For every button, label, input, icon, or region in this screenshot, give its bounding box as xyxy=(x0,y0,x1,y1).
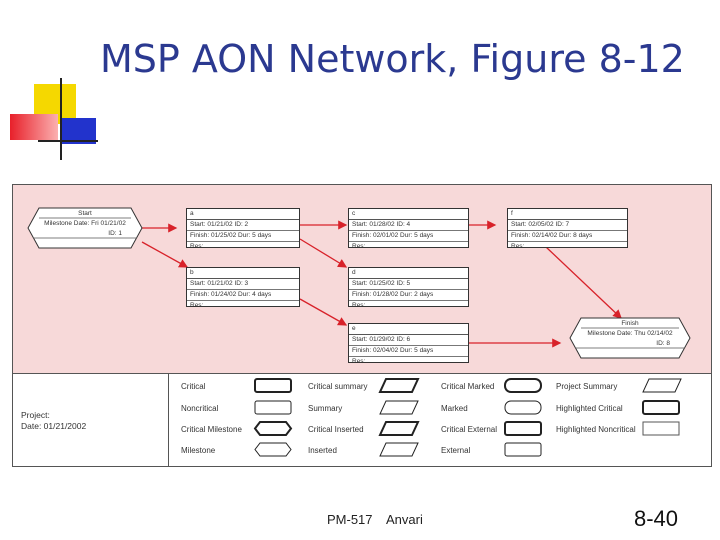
page-number: 8-40 xyxy=(634,506,679,531)
legend: Project: Date: 01/21/2002 Critical Noncr… xyxy=(13,374,711,466)
task-finish: Finish: 01/25/02 Dur: 5 days xyxy=(187,231,299,242)
task-name: f xyxy=(508,209,627,220)
task-res: Res: xyxy=(352,358,366,365)
legend-date: Date: 01/21/2002 xyxy=(21,421,87,431)
task-finish: Finish: 01/24/02 Dur: 4 days xyxy=(187,290,299,301)
legend-col2-symbols xyxy=(378,378,420,457)
legend-critical-marked: Critical Marked xyxy=(441,382,495,391)
task-finish: Finish: 02/14/02 Dur: 8 days xyxy=(508,231,627,242)
legend-critical-milestone: Critical Milestone xyxy=(181,425,242,434)
legend-project-label: Project: xyxy=(21,410,50,420)
start-name: Start xyxy=(78,210,92,217)
arrow-start-b xyxy=(141,241,189,268)
start-line1: Milestone Date: Fri 01/21/02 xyxy=(44,220,126,227)
task-node-b: b Start: 01/21/02 ID: 3 Finish: 01/24/02… xyxy=(186,267,300,309)
slide-title: MSP AON Network, Figure 8-12 xyxy=(100,37,685,81)
task-node-e: e Start: 01/29/02 ID: 6 Finish: 02/04/02… xyxy=(348,323,469,365)
task-start: Start: 01/25/02 ID: 5 xyxy=(349,279,468,290)
task-start: Start: 01/21/02 ID: 2 xyxy=(187,220,299,231)
task-name: d xyxy=(349,268,468,279)
legend-inserted: Inserted xyxy=(308,446,337,455)
legend-col3-symbols xyxy=(504,378,542,457)
legend-critical: Critical xyxy=(181,382,206,391)
start-line2: ID: 1 xyxy=(108,230,122,237)
footer-author: Anvari xyxy=(386,512,423,527)
arrow-f-finish xyxy=(545,246,622,319)
task-name: c xyxy=(349,209,468,220)
legend-divider xyxy=(168,374,169,466)
task-finish: Finish: 02/01/02 Dur: 5 days xyxy=(349,231,468,242)
finish-milestone: Finish Milestone Date: Thu 02/14/02 ID: … xyxy=(570,318,690,358)
task-res: Res: xyxy=(352,302,366,309)
legend-col4-symbols xyxy=(642,378,682,436)
decor-red-square xyxy=(10,114,58,140)
footer-course: PM-517 xyxy=(327,512,373,527)
decor-horizontal-line xyxy=(38,140,98,142)
arrow-b-e xyxy=(299,298,348,326)
finish-line1: Milestone Date: Thu 02/14/02 xyxy=(587,330,673,337)
task-finish: Finish: 02/04/02 Dur: 5 days xyxy=(349,346,468,357)
legend-project-summary: Project Summary xyxy=(556,382,618,391)
task-start: Start: 01/21/02 ID: 3 xyxy=(187,279,299,290)
legend-critical-external: Critical External xyxy=(441,425,498,434)
legend-critical-summary: Critical summary xyxy=(308,382,368,391)
legend-marked: Marked xyxy=(441,404,468,413)
task-res: Res: xyxy=(352,243,366,250)
task-node-f: f Start: 02/05/02 ID: 7 Finish: 02/14/02… xyxy=(507,208,628,250)
task-node-a: a Start: 01/21/02 ID: 2 Finish: 01/25/02… xyxy=(186,208,300,250)
legend-col1-symbols xyxy=(253,378,293,457)
legend-noncritical: Noncritical xyxy=(181,404,219,413)
arrow-a-d xyxy=(299,238,348,268)
task-start: Start: 02/05/02 ID: 7 xyxy=(508,220,627,231)
start-milestone: Start Milestone Date: Fri 01/21/02 ID: 1 xyxy=(28,208,142,248)
task-res: Res: xyxy=(190,243,204,250)
finish-name: Finish xyxy=(621,320,639,327)
task-name: a xyxy=(187,209,299,220)
task-name: b xyxy=(187,268,299,279)
finish-line2: ID: 8 xyxy=(656,340,670,347)
legend-milestone: Milestone xyxy=(181,446,216,455)
legend-external: External xyxy=(441,446,471,455)
legend-summary: Summary xyxy=(308,404,343,413)
task-start: Start: 01/29/02 ID: 6 xyxy=(349,335,468,346)
task-res: Res: xyxy=(511,243,525,250)
dependency-arrows xyxy=(27,207,691,359)
task-start: Start: 01/28/02 ID: 4 xyxy=(349,220,468,231)
network-diagram: Start Milestone Date: Fri 01/21/02 ID: 1… xyxy=(13,185,711,374)
legend-highlighted-noncritical: Highlighted Noncritical xyxy=(556,425,636,434)
network-figure: Start Milestone Date: Fri 01/21/02 ID: 1… xyxy=(12,184,712,467)
task-node-d: d Start: 01/25/02 ID: 5 Finish: 01/28/02… xyxy=(348,267,469,309)
legend-critical-inserted: Critical Inserted xyxy=(308,425,364,434)
legend-highlighted-critical: Highlighted Critical xyxy=(556,404,623,413)
decor-blue-square xyxy=(60,118,96,144)
task-finish: Finish: 01/28/02 Dur: 2 days xyxy=(349,290,468,301)
task-node-c: c Start: 01/28/02 ID: 4 Finish: 02/01/02… xyxy=(348,208,469,250)
decor-vertical-line xyxy=(60,78,62,160)
task-res: Res: xyxy=(190,302,204,309)
task-name: e xyxy=(349,324,468,335)
legend-project-info: Project: Date: 01/21/2002 xyxy=(21,410,86,432)
